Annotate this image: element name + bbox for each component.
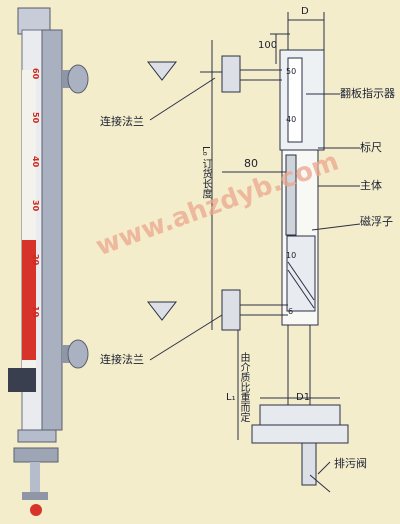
dimension-d: D [301, 6, 309, 17]
gauge-photo [8, 7, 89, 516]
label-float: 磁浮子 [360, 215, 393, 228]
label-drain: 排污阀 [334, 457, 367, 470]
indicator-scale-40: 40 [286, 115, 297, 124]
label-flange-top: 连接法兰 [100, 115, 144, 128]
indicator-scale-10: 10 [286, 251, 297, 260]
label-scale: 标尺 [360, 141, 382, 154]
indicator-scale-50: 50 [286, 67, 297, 76]
dimension-80: 80 [244, 157, 258, 170]
label-indicator: 翻板指示器 [340, 87, 395, 100]
technical-drawing [146, 12, 361, 493]
left-scale-label: 20 [31, 254, 40, 266]
dimension-l0: L₀ 订货长度 [200, 146, 211, 199]
left-scale-label: 40 [31, 156, 40, 168]
dimension-d1: D1 [296, 392, 311, 403]
left-scale-label: 10 [31, 306, 40, 318]
dimension-l1-note: 由介质比重而定 [238, 352, 249, 422]
left-scale-label: 60 [31, 68, 40, 80]
left-scale-label: 30 [31, 200, 40, 212]
dimension-l1: L₁ [226, 392, 236, 403]
left-scale-label: 50 [31, 112, 40, 124]
dimension-100: 100 [258, 40, 278, 51]
label-flange-bottom: 连接法兰 [100, 353, 144, 366]
indicator-scale-6: 6 [288, 307, 294, 316]
label-body: 主体 [360, 179, 382, 192]
